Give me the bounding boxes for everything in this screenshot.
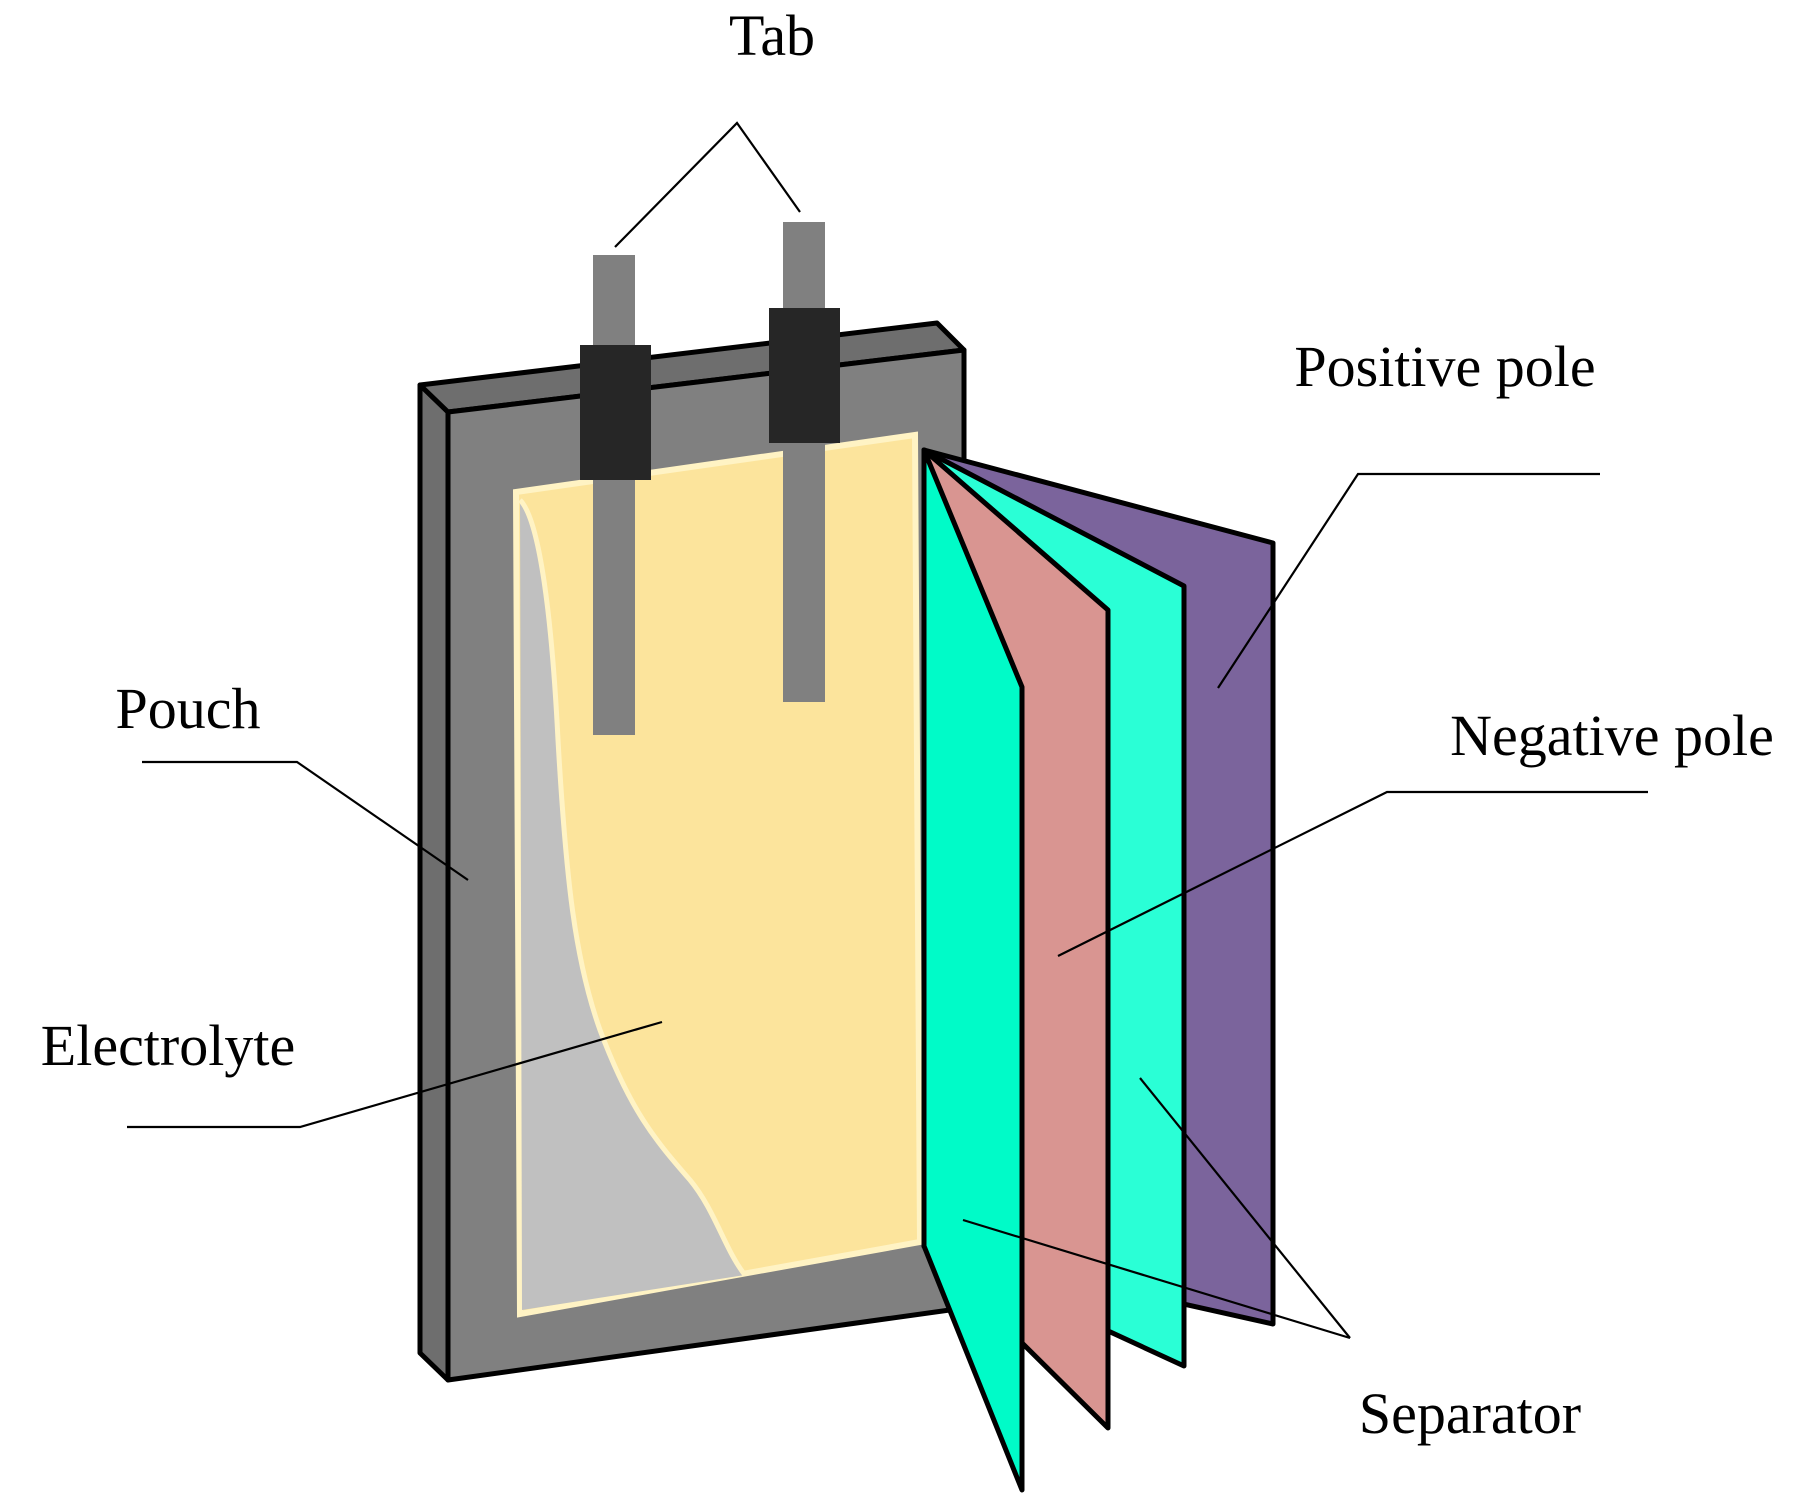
- pouch-leader: [142, 760, 469, 881]
- labels: Tab Positive pole Pouch Negative pole El…: [41, 3, 1774, 1446]
- electrolyte-shadow: [520, 500, 745, 1310]
- tab-left-metal: [593, 255, 635, 735]
- tab-label: Tab: [729, 3, 815, 68]
- electrolyte-window: [512, 431, 924, 1318]
- electrolyte-label: Electrolyte: [41, 1013, 295, 1078]
- negative-pole-label: Negative pole: [1450, 703, 1774, 768]
- tab-left-seal: [580, 345, 651, 480]
- tab-right-seal: [769, 308, 840, 443]
- pouch-side-face: [417, 382, 451, 1383]
- negative-pole-leader: [1057, 790, 1648, 957]
- separator-label: Separator: [1359, 1381, 1581, 1446]
- separator-leader-back: [1139, 1077, 1351, 1339]
- tab-right-metal: [783, 222, 825, 702]
- electrode-stack: [921, 447, 1276, 1493]
- tab-right: [769, 222, 840, 702]
- leader-lines: [127, 121, 1648, 1340]
- tab-leader: [614, 121, 801, 248]
- positive-pole-label: Positive pole: [1294, 334, 1595, 399]
- separator-leader-front: [962, 1218, 1351, 1340]
- electrolyte-leader: [127, 1020, 663, 1129]
- tab-left: [580, 255, 651, 735]
- pouch-label: Pouch: [116, 676, 261, 741]
- electrolyte-edge-highlight: [518, 498, 747, 1277]
- positive-pole-leader: [1217, 472, 1600, 689]
